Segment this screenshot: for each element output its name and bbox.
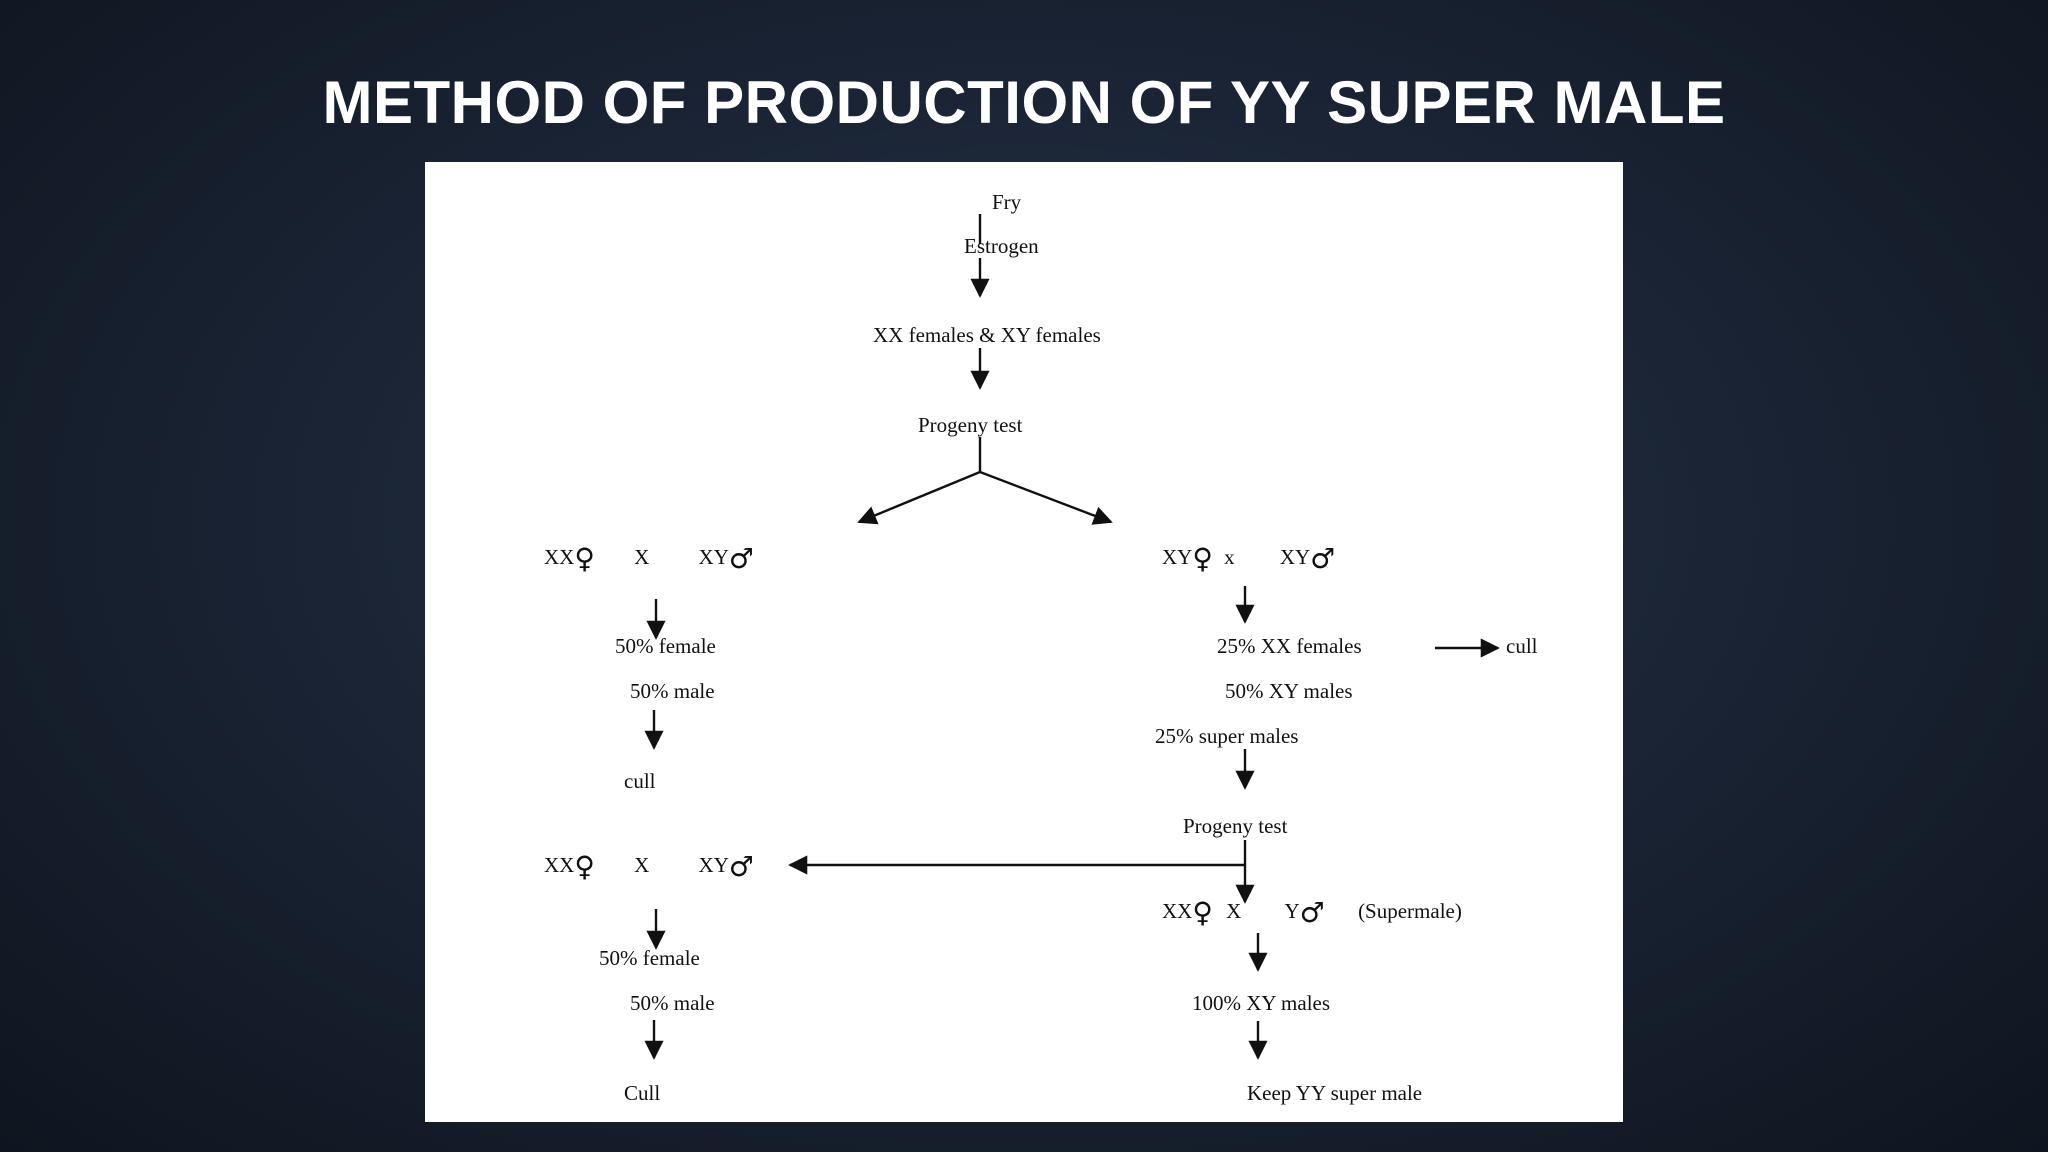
label-right-cull: cull (1506, 634, 1538, 658)
label-left-female-1: 50% female (615, 634, 716, 658)
label-left-male-1: 50% male (630, 679, 715, 703)
right-cross-2-female-genotype: XX (1162, 899, 1193, 923)
label-left-cull-1: cull (624, 769, 656, 793)
female-symbol-icon: ♀ (574, 850, 595, 883)
right-cross-1: XY♀ x XY♂ (1162, 545, 1335, 573)
flowchart-connectors (644, 214, 1500, 1060)
arrow-split-right (979, 470, 1113, 525)
right-cross-1-male-genotype: XY (1279, 545, 1311, 569)
left-cross-2-female-genotype: XX (544, 853, 575, 877)
label-left-cull-2: Cull (624, 1081, 661, 1105)
label-right-xy-males: 50% XY males (1225, 679, 1353, 703)
label-left-male-2: 50% male (630, 991, 715, 1015)
left-cross-2: XX♀ X XY♂ (544, 853, 754, 881)
label-females: XX females & XY females (873, 323, 1101, 347)
left-cross-2-male-genotype: XY (698, 853, 729, 877)
left-cross-1: XX♀ X XY♂ (544, 545, 754, 573)
label-right-100-xy: 100% XY males (1192, 991, 1331, 1015)
label-fry: Fry (992, 190, 1022, 214)
label-right-super-males: 25% super males (1155, 724, 1299, 748)
male-symbol-icon: ♂ (1299, 896, 1325, 929)
left-cross-1-female-genotype: XX (544, 545, 575, 569)
label-left-female-2: 50% female (599, 946, 700, 970)
label-keep-yy: Keep YY super male (1247, 1081, 1423, 1105)
label-estrogen: Estrogen (964, 234, 1039, 258)
female-symbol-icon: ♀ (574, 542, 595, 575)
female-symbol-icon: ♀ (1192, 542, 1213, 575)
left-cross-2-cross-sign: X (634, 853, 650, 877)
slide-title: METHOD OF PRODUCTION OF YY SUPER MALE (322, 69, 1726, 136)
arrow-split-left (857, 470, 981, 525)
label-right-xx-females: 25% XX females (1217, 634, 1362, 658)
left-cross-1-cross-sign: X (634, 545, 650, 569)
female-symbol-icon: ♀ (1192, 896, 1213, 929)
right-cross-1-cross-sign: x (1224, 545, 1235, 569)
right-cross-1-female-genotype: XY (1162, 545, 1193, 569)
male-symbol-icon: ♂ (728, 850, 754, 883)
male-symbol-icon: ♂ (1310, 542, 1336, 575)
right-cross-2: XX♀ X Y♂ (Supermale) (1162, 899, 1462, 927)
right-cross-2-note: (Supermale) (1358, 899, 1462, 923)
right-cross-2-male-genotype: Y (1284, 899, 1300, 923)
left-cross-1-male-genotype: XY (698, 545, 729, 569)
flowchart-figure: Fry Estrogen XX females & XY females Pro… (425, 162, 1623, 1122)
label-progeny-test-2: Progeny test (1183, 814, 1288, 838)
right-cross-2-cross-sign: X (1226, 899, 1242, 923)
male-symbol-icon: ♂ (728, 542, 754, 575)
label-progeny-test-1: Progeny test (918, 413, 1023, 437)
